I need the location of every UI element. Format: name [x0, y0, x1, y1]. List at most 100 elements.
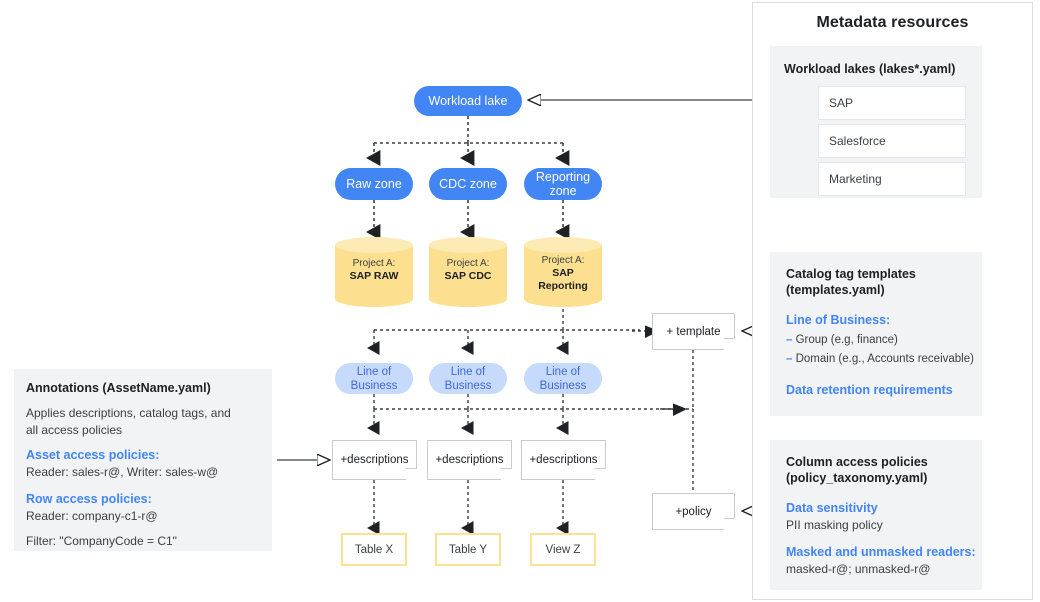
- zone-node-reporting[interactable]: Reporting zone: [524, 168, 602, 200]
- cylinder-label: Project A: SAP Reporting: [524, 254, 602, 293]
- lob-line2: Business: [539, 379, 587, 392]
- row-access-policies-value: Reader: company-c1-r@: [26, 509, 158, 523]
- policies-heading: Column access policies (policy_taxonomy.…: [786, 454, 981, 486]
- cylinder-top: [429, 237, 507, 253]
- note-fold-corner: [500, 468, 512, 480]
- data-retention-requirements-title: Data retention requirements: [786, 383, 953, 397]
- cylinder-label: Project A: SAP RAW: [335, 257, 413, 283]
- project-name: SAP Reporting: [538, 267, 588, 292]
- lake-item-marketing[interactable]: Marketing: [818, 162, 966, 196]
- line-of-business-bullet-domain: – Domain (e.g., Accounts receivable): [786, 351, 982, 368]
- masked-readers-value: masked-r@; unmasked-r@: [786, 562, 931, 576]
- asset-label: View Z: [545, 543, 581, 556]
- annotations-description: Applies descriptions, catalog tags, and …: [26, 405, 266, 439]
- zone-node-cdc[interactable]: CDC zone: [429, 168, 507, 200]
- cylinder-body: [429, 245, 507, 299]
- asset-node-table-y[interactable]: Table Y: [435, 533, 501, 566]
- annotations-panel: Annotations (AssetName.yaml) Applies des…: [14, 369, 272, 551]
- metadata-resources-title: Metadata resources: [816, 14, 969, 31]
- templates-heading-line2: (templates.yaml): [786, 283, 885, 297]
- lake-item-label: SAP: [829, 96, 854, 110]
- policies-heading-line1: Column access policies: [786, 455, 928, 469]
- annotations-description-line2: all access policies: [26, 423, 123, 437]
- lob-line1: Line of: [356, 365, 392, 378]
- column-access-policies-card: Column access policies (policy_taxonomy.…: [770, 440, 982, 590]
- project-prefix: Project A:: [352, 258, 396, 269]
- project-cylinder-sap-raw[interactable]: Project A: SAP RAW: [335, 237, 413, 307]
- project-name: SAP RAW: [349, 270, 399, 282]
- note-fold-corner: [405, 468, 417, 480]
- asset-label: Table X: [354, 543, 394, 556]
- annotations-title: Annotations (AssetName.yaml): [26, 381, 211, 395]
- descriptions-label: +descriptions: [340, 454, 409, 466]
- zone-label-raw: Raw zone: [346, 177, 402, 191]
- descriptions-note-1[interactable]: +descriptions: [332, 440, 417, 480]
- workload-lakes-card: Workload lakes (lakes*.yaml) SAP Salesfo…: [770, 46, 982, 198]
- asset-access-policies-title: Asset access policies:: [26, 448, 160, 462]
- policy-note[interactable]: +policy: [652, 493, 735, 530]
- cylinder-body: [335, 245, 413, 299]
- project-prefix: Project A:: [446, 258, 490, 269]
- asset-access-policies-value: Reader: sales-r@, Writer: sales-w@: [26, 465, 219, 479]
- bullet-label: Domain (e.g., Accounts receivable): [795, 353, 974, 365]
- lob-line2: Business: [350, 379, 398, 392]
- descriptions-label: +descriptions: [435, 454, 504, 466]
- descriptions-note-3[interactable]: +descriptions: [521, 440, 606, 480]
- descriptions-label: +descriptions: [529, 454, 598, 466]
- cylinder-label: Project A: SAP CDC: [429, 257, 507, 283]
- annotations-description-line1: Applies descriptions, catalog tags, and: [26, 406, 231, 420]
- bullet-label: Group (e.g, finance): [795, 334, 898, 346]
- cylinder-bottom: [335, 291, 413, 307]
- bullet-dash: –: [786, 353, 793, 365]
- asset-node-table-x[interactable]: Table X: [341, 533, 407, 566]
- lob-node-3[interactable]: Line of Business: [524, 363, 602, 394]
- lob-node-2[interactable]: Line of Business: [429, 363, 507, 394]
- row-filter-value: Filter: "CompanyCode = C1": [26, 534, 177, 548]
- catalog-tag-templates-card: Catalog tag templates (templates.yaml) L…: [770, 252, 982, 416]
- zone-node-raw[interactable]: Raw zone: [335, 168, 413, 200]
- lob-line1: Line of: [545, 365, 581, 378]
- cylinder-bottom: [524, 291, 602, 307]
- lob-node-1[interactable]: Line of Business: [335, 363, 413, 394]
- policies-heading-line2: (policy_taxonomy.yaml): [786, 471, 928, 485]
- lob-label: Line of Business: [540, 365, 587, 393]
- asset-label: Table Y: [448, 543, 488, 556]
- cylinder-top: [524, 237, 602, 253]
- templates-heading-line1: Catalog tag templates: [786, 267, 916, 281]
- cylinder-bottom: [429, 291, 507, 307]
- cylinder-body: [524, 245, 602, 299]
- lake-item-sap[interactable]: SAP: [818, 86, 966, 120]
- lob-line2: Business: [444, 379, 492, 392]
- zone-label-cdc: CDC zone: [439, 177, 497, 191]
- asset-node-view-z[interactable]: View Z: [530, 533, 596, 566]
- workload-lake-node[interactable]: Workload lake: [414, 86, 522, 116]
- line-of-business-title: Line of Business:: [786, 313, 891, 327]
- project-name: SAP CDC: [444, 270, 492, 282]
- project-cylinder-sap-cdc[interactable]: Project A: SAP CDC: [429, 237, 507, 307]
- template-note-label: + template: [666, 325, 721, 338]
- cylinder-top: [335, 237, 413, 253]
- lob-label: Line of Business: [351, 365, 398, 393]
- lob-line1: Line of: [450, 365, 486, 378]
- note-fold-corner: [723, 518, 735, 530]
- templates-heading: Catalog tag templates (templates.yaml): [786, 266, 976, 298]
- note-fold-corner: [594, 468, 606, 480]
- row-access-policies-title: Row access policies:: [26, 492, 152, 506]
- project-cylinder-sap-reporting[interactable]: Project A: SAP Reporting: [524, 237, 602, 307]
- masked-readers-title: Masked and unmasked readers:: [786, 545, 976, 559]
- template-note[interactable]: + template: [652, 313, 735, 350]
- lake-item-label: Marketing: [829, 172, 882, 186]
- bullet-dash: –: [786, 334, 793, 346]
- lob-label: Line of Business: [445, 365, 492, 393]
- workload-lake-label: Workload lake: [428, 94, 508, 108]
- project-prefix: Project A:: [541, 255, 585, 266]
- line-of-business-bullet-group: – Group (e.g, finance): [786, 332, 976, 349]
- lake-item-label: Salesforce: [829, 134, 886, 148]
- descriptions-note-2[interactable]: +descriptions: [427, 440, 512, 480]
- policy-note-label: +policy: [675, 505, 712, 518]
- lake-item-salesforce[interactable]: Salesforce: [818, 124, 966, 158]
- data-sensitivity-value: PII masking policy: [786, 518, 883, 532]
- workload-lakes-heading: Workload lakes (lakes*.yaml): [784, 62, 956, 76]
- note-fold-corner: [723, 338, 735, 350]
